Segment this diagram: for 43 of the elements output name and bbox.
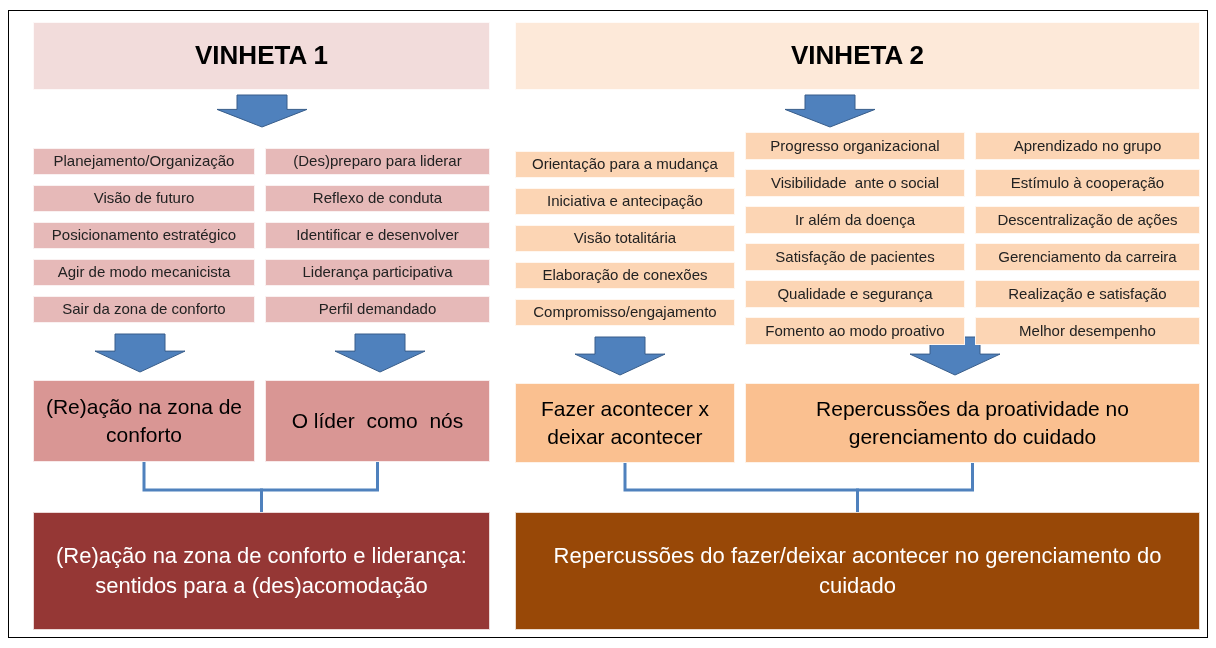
- item-label: Perfil demandado: [265, 296, 490, 323]
- item-label: Qualidade e segurança: [745, 280, 965, 308]
- item-label: Iniciativa e antecipação: [515, 188, 735, 215]
- theme-box: Repercussões do fazer/deixar acontecer no gerenciamento do cuidado: [515, 512, 1200, 630]
- vignette-header: VINHETA 1: [33, 22, 490, 90]
- item-label: Gerenciamento da carreira: [975, 243, 1200, 271]
- block-arrow: [784, 94, 876, 128]
- bracket-connector: [856, 463, 974, 512]
- item-label: Descentralização de ações: [975, 206, 1200, 234]
- block-arrow: [94, 333, 186, 373]
- item-label: Visão totalitária: [515, 225, 735, 252]
- bracket-connector: [260, 462, 379, 512]
- theme-box: (Re)ação na zona de conforto e liderança: sentidos para a (des)acomodação: [33, 512, 490, 630]
- item-label: Liderança participativa: [265, 259, 490, 286]
- item-label: Fomento ao modo proativo: [745, 317, 965, 345]
- category-box: (Re)ação na zona de conforto: [33, 380, 255, 462]
- item-label: Satisfação de pacientes: [745, 243, 965, 271]
- item-label: (Des)preparo para liderar: [265, 148, 490, 175]
- item-label: Elaboração de conexões: [515, 262, 735, 289]
- category-box: Repercussões da proatividade no gerenciamento do cuidado: [745, 383, 1200, 463]
- item-label: Estímulo à cooperação: [975, 169, 1200, 197]
- vignette-header: VINHETA 2: [515, 22, 1200, 90]
- item-label: Melhor desempenho: [975, 317, 1200, 345]
- item-label: Visibilidade ante o social: [745, 169, 965, 197]
- item-label: Reflexo de conduta: [265, 185, 490, 212]
- item-label: Posicionamento estratégico: [33, 222, 255, 249]
- item-label: Ir além da doença: [745, 206, 965, 234]
- block-arrow: [334, 333, 426, 373]
- category-box: O líder como nós: [265, 380, 490, 462]
- item-label: Progresso organizacional: [745, 132, 965, 160]
- item-label: Planejamento/Organização: [33, 148, 255, 175]
- item-label: Compromisso/engajamento: [515, 299, 735, 326]
- item-label: Orientação para a mudança: [515, 151, 735, 178]
- item-label: Visão de futuro: [33, 185, 255, 212]
- item-label: Aprendizado no grupo: [975, 132, 1200, 160]
- item-label: Identificar e desenvolver: [265, 222, 490, 249]
- item-label: Sair da zona de conforto: [33, 296, 255, 323]
- block-arrow: [909, 336, 1001, 376]
- block-arrow: [216, 94, 308, 128]
- category-box: Fazer acontecer x deixar acontecer: [515, 383, 735, 463]
- item-label: Agir de modo mecanicista: [33, 259, 255, 286]
- item-label: Realização e satisfação: [975, 280, 1200, 308]
- block-arrow: [574, 336, 666, 376]
